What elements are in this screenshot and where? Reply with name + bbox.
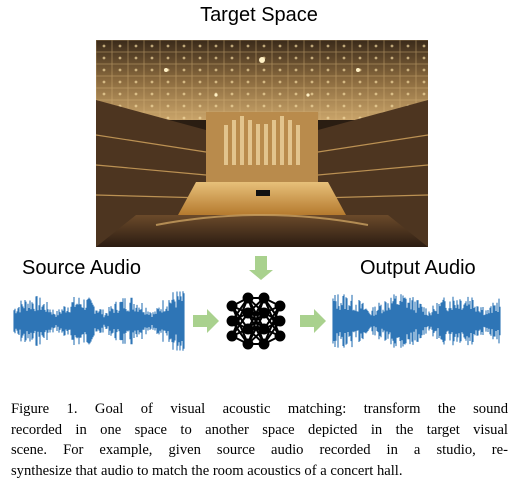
output-audio-label: Output Audio — [360, 257, 476, 279]
figure-caption: Figure 1. Goal of visual acoustic matchi… — [11, 399, 508, 481]
concert-hall-photo — [96, 40, 428, 247]
nn-node — [242, 338, 254, 350]
nn-node — [258, 307, 270, 319]
caption-line-4: synthesize that audio to match the room … — [11, 462, 403, 479]
nn-node — [242, 307, 254, 319]
down-arrow — [249, 256, 273, 280]
source-waveform — [13, 291, 185, 351]
neural-network-icon — [226, 292, 286, 350]
nn-node — [258, 292, 270, 304]
nn-node — [274, 300, 286, 312]
nn-edge — [263, 305, 281, 345]
caption-line-3: scene. For example, given source audio r… — [11, 442, 508, 458]
target-space-title: Target Space — [200, 4, 318, 26]
nn-edge — [247, 297, 265, 345]
nn-node — [226, 300, 238, 312]
nn-node — [226, 330, 238, 342]
nn-edge — [247, 312, 265, 345]
nn-node — [274, 315, 286, 327]
right-arrow-2 — [300, 309, 326, 333]
pipeline-diagram — [13, 256, 501, 351]
output-waveform — [332, 294, 501, 348]
nn-node — [258, 323, 270, 335]
nn-node — [274, 330, 286, 342]
nn-edge — [231, 297, 249, 337]
source-audio-label: Source Audio — [22, 257, 141, 279]
nn-node — [242, 292, 254, 304]
nn-node — [226, 315, 238, 327]
caption-line-2: recorded in one space to another space d… — [11, 421, 508, 438]
caption-line-1: Figure 1. Goal of visual acoustic matchi… — [11, 401, 508, 417]
right-arrow-1 — [193, 309, 219, 333]
nn-node — [258, 338, 270, 350]
nn-node — [242, 323, 254, 335]
